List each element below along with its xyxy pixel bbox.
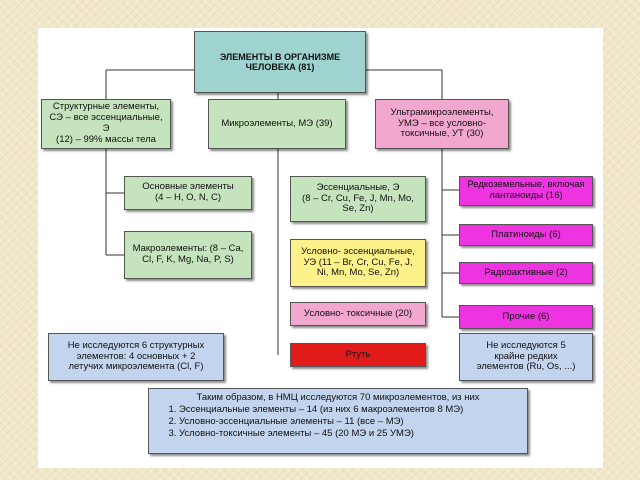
not-studied-rare-note: Не исследуются 5 крайне редких элементов… [459,333,593,381]
microelements-box: Микроэлементы, МЭ (39) [208,99,346,149]
root-box: ЭЛЕМЕНТЫ В ОРГАНИЗМЕ ЧЕЛОВЕКА (81) [194,31,366,93]
slide: ЭЛЕМЕНТЫ В ОРГАНИЗМЕ ЧЕЛОВЕКА (81) Струк… [38,28,603,468]
conditionally-essential-box: Условно- эссенциальные, УЭ (11 – Br, Cr,… [290,239,426,287]
structural-elements-box: Структурные элементы, СЭ – все эссенциал… [41,99,171,149]
summary-list: Эссенциальные элементы – 14 (из них 6 ма… [157,404,519,440]
mercury-box: Ртуть [290,343,426,367]
summary-box: Таким образом, в НМЦ исследуются 70 микр… [148,388,528,454]
rare-earth-box: Редкоземельные, включая лантаноиды (16) [459,176,593,206]
not-studied-structural-note: Не исследуются 6 структурных элементов: … [48,333,224,381]
summary-item-essential: Эссенциальные элементы – 14 (из них 6 ма… [179,404,519,416]
basic-elements-box: Основные элементы (4 – H, O, N, C) [124,176,252,210]
ultramicroelements-box: Ультрамикроэлементы, УМЭ – все условно- … [375,99,509,149]
radioactive-box: Радиоактивные (2) [459,262,593,284]
platinoids-box: Платиноиды (6) [459,224,593,246]
summary-intro: Таким образом, в НМЦ исследуются 70 микр… [196,392,480,403]
essential-box: Эссенциальные, Э (8 – Cr, Cu, Fe, J, Mn,… [290,176,426,222]
summary-item-conditionally-essential: Условно-эссенциальные элементы – 11 (все… [179,416,519,428]
macroelements-box: Макроэлементы: (8 – Ca, Cl, F, K, Mg, Na… [124,231,252,279]
summary-item-conditionally-toxic: Условно-токсичные элементы – 45 (20 МЭ и… [179,428,519,440]
other-elements-box: Прочие (6) [459,305,593,329]
connector-lines [105,62,459,355]
conditionally-toxic-box: Условно- токсичные (20) [290,302,426,326]
